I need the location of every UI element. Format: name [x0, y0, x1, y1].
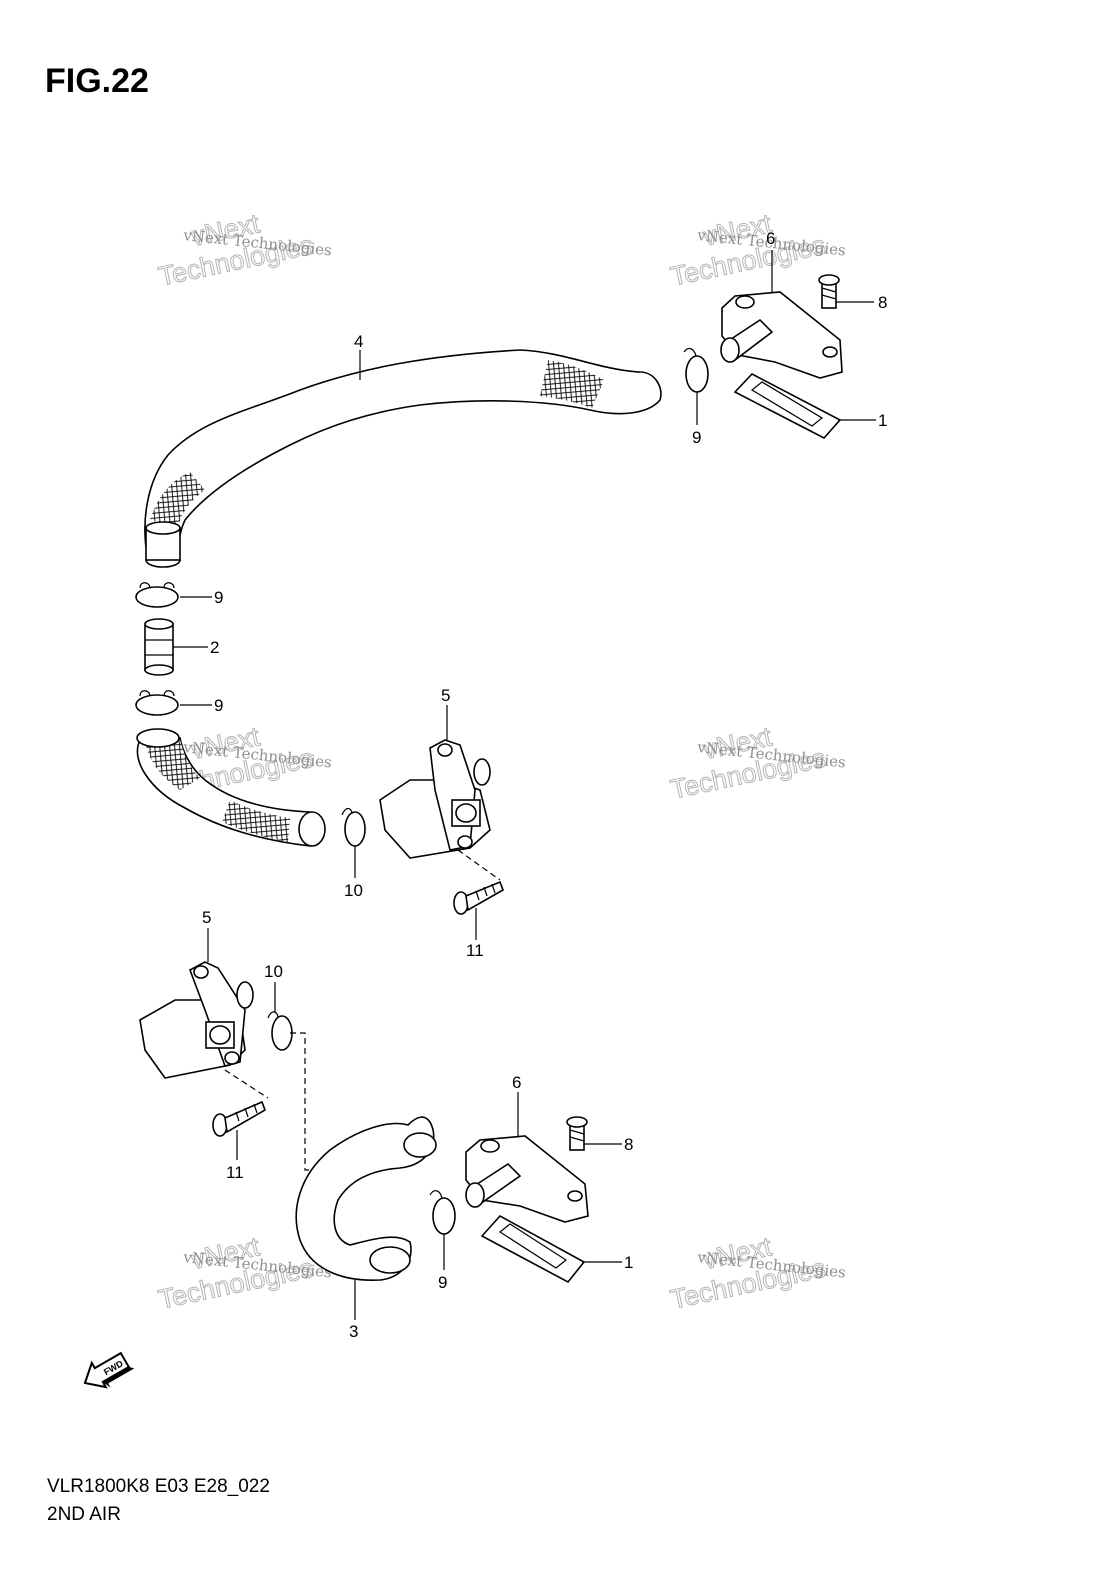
callout-1-bottom: 1 — [624, 1253, 633, 1272]
hose-long — [144, 349, 662, 568]
clamp-left-lower — [135, 690, 212, 716]
callout-6-top: 6 — [766, 229, 775, 248]
air-valve-lower — [139, 928, 269, 1099]
forward-arrow-icon: FWD — [83, 1351, 135, 1389]
callout-9-upper-left: 9 — [214, 588, 223, 607]
callout-9-bottom: 9 — [438, 1273, 447, 1292]
joint-pipe — [144, 618, 208, 676]
gasket-top — [733, 373, 876, 439]
callout-11-middle: 11 — [466, 941, 484, 960]
clamp-middle — [341, 807, 366, 878]
gasket-bottom — [480, 1214, 622, 1284]
callout-8-top: 8 — [878, 293, 887, 312]
callout-10-lower: 10 — [264, 962, 283, 981]
model-code: VLR1800K8 E03 E28_022 — [47, 1476, 270, 1497]
callout-9-lower-left: 9 — [214, 696, 223, 715]
clamp-bottom — [429, 1190, 456, 1270]
callout-1-top: 1 — [878, 411, 887, 430]
hose-lower — [295, 1116, 437, 1320]
clamp-top — [683, 347, 709, 425]
callout-8-bottom: 8 — [624, 1135, 633, 1154]
watermark-2: vNext Technologies — [667, 208, 828, 292]
section-name: 2ND AIR — [47, 1504, 121, 1525]
callout-6-bottom: 6 — [512, 1073, 521, 1092]
figure-title: FIG.22 — [45, 62, 149, 100]
reed-valve-cover-top — [720, 250, 843, 379]
callout-9-top: 9 — [692, 428, 701, 447]
callout-4: 4 — [354, 332, 363, 351]
screw-middle — [453, 880, 504, 940]
callout-11-lower: 11 — [226, 1163, 244, 1182]
callout-2: 2 — [210, 638, 219, 657]
clamp-lower — [267, 982, 318, 1171]
callout-3: 3 — [349, 1322, 358, 1341]
screw-lower — [212, 1100, 266, 1160]
bolt-bottom — [566, 1116, 622, 1151]
reed-valve-cover-bottom — [465, 1092, 589, 1223]
air-valve-middle — [379, 705, 501, 881]
callout-5-middle: 5 — [441, 686, 450, 705]
callout-10-middle: 10 — [344, 881, 363, 900]
clamp-left-upper — [135, 582, 212, 608]
callout-labels: 4 6 8 1 9 9 2 9 5 10 11 5 10 11 6 8 1 9 … — [202, 229, 887, 1341]
hose-middle — [136, 728, 326, 847]
bolt-top — [818, 274, 874, 309]
callout-5-lower: 5 — [202, 908, 211, 927]
